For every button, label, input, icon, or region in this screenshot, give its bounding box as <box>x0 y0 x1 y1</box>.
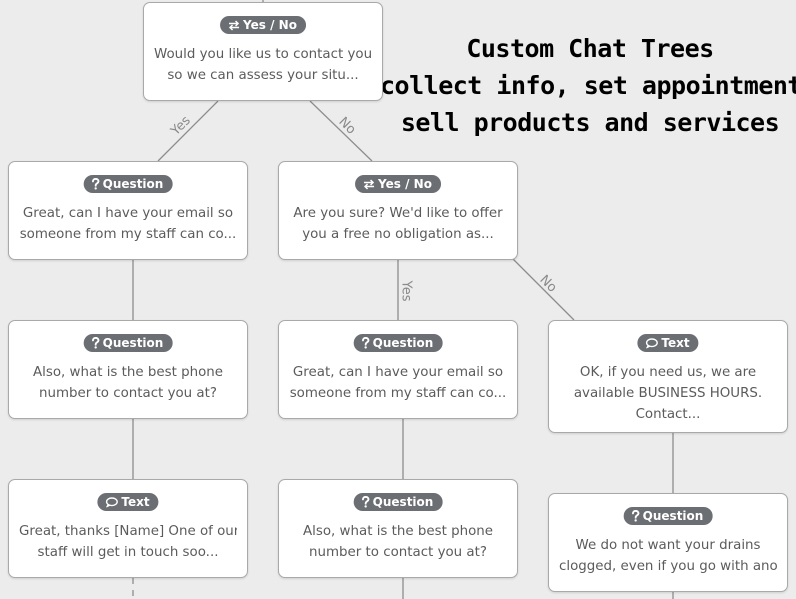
node-message: Great, can I have your email so someone f… <box>19 203 237 245</box>
headline-line-2: collect info, set appointments <box>380 71 796 100</box>
node-message-line: Great, thanks [Name] One of our <box>19 524 237 539</box>
node-message-line: so we can assess your situ... <box>167 68 359 83</box>
node-message: Also, what is the best phone number to co… <box>289 521 507 563</box>
node-type-label: Text <box>121 495 150 509</box>
node-type-badge: Yes / No <box>220 16 306 34</box>
headline-line-1: Custom Chat Trees <box>466 34 714 63</box>
edge-label-no: No <box>335 114 359 138</box>
node-type-label: Question <box>102 336 164 350</box>
node-message-line: Also, what is the best phone <box>32 365 224 380</box>
node-message: Would you like us to contact you, so we c… <box>154 44 372 86</box>
node-message: Great, can I have your email so someone f… <box>289 362 507 404</box>
node-type-label: Yes / No <box>243 18 297 32</box>
connector-n1-n2 <box>157 100 219 162</box>
node-message-line: Great, can I have your email so <box>292 365 504 380</box>
node-message-line: clogged, even if you go with anot... <box>559 559 777 574</box>
node-type-badge: Question <box>353 493 443 511</box>
speech-bubble-icon <box>105 496 118 508</box>
node-type-label: Question <box>102 177 164 191</box>
node-type-badge: Text <box>637 334 699 352</box>
node-message-line: Great, can I have your email so <box>22 206 234 221</box>
arrows-exchange-icon <box>228 19 240 31</box>
arrows-exchange-icon <box>363 178 375 190</box>
node-message-line: Contact... <box>635 407 701 422</box>
node-message-line: Would you like us to contact you, <box>154 47 372 62</box>
node-message: OK, if you need us, we are available BUSI… <box>559 362 777 425</box>
node-message: Are you sure? We'd like to offer you a fr… <box>289 203 507 245</box>
node-message-line: staff will get in touch soo... <box>37 545 219 560</box>
node-type-badge: Question <box>353 334 443 352</box>
node-type-label: Question <box>372 336 434 350</box>
node-question[interactable]: Question We do not want your drains clogge… <box>548 493 788 592</box>
question-mark-icon <box>362 496 370 508</box>
node-message-line: OK, if you need us, we are <box>579 365 757 380</box>
node-yesno[interactable]: Yes / No Would you like us to contact you… <box>143 2 383 101</box>
edge-label-yes: Yes <box>398 280 414 302</box>
node-message-line: available BUSINESS HOURS. <box>573 386 763 401</box>
node-type-badge: Question <box>623 507 713 525</box>
node-message: Great, thanks [Name] One of our staff wil… <box>19 521 237 563</box>
node-message-line: number to contact you at? <box>38 386 217 401</box>
question-mark-icon <box>92 337 100 349</box>
headline-line-3: sell products and services <box>400 108 780 137</box>
node-message-line: Are you sure? We'd like to offer <box>293 206 503 221</box>
node-message-line: Also, what is the best phone <box>302 524 494 539</box>
node-message: We do not want your drains clogged, even … <box>559 535 777 577</box>
node-type-label: Text <box>661 336 690 350</box>
node-message: Also, what is the best phone number to co… <box>19 362 237 404</box>
node-message-line: We do not want your drains <box>575 538 761 553</box>
node-type-badge: Question <box>83 334 173 352</box>
headline: Custom Chat Trees collect info, set appo… <box>380 30 796 141</box>
node-type-badge: Question <box>83 175 173 193</box>
edge-label-no: No <box>536 272 560 296</box>
node-message-line: someone from my staff can co... <box>289 386 507 401</box>
node-type-badge: Yes / No <box>355 175 441 193</box>
node-type-label: Question <box>642 509 704 523</box>
node-message-line: someone from my staff can co... <box>19 227 237 242</box>
node-message-line: you a free no obligation as... <box>302 227 494 242</box>
question-mark-icon <box>362 337 370 349</box>
node-yesno[interactable]: Yes / No Are you sure? We'd like to offer… <box>278 161 518 260</box>
edge-label-yes: Yes <box>168 113 194 139</box>
node-type-badge: Text <box>97 493 159 511</box>
speech-bubble-icon <box>645 337 658 349</box>
node-type-label: Question <box>372 495 434 509</box>
node-type-label: Yes / No <box>378 177 432 191</box>
question-mark-icon <box>632 510 640 522</box>
question-mark-icon <box>92 178 100 190</box>
node-message-line: number to contact you at? <box>308 545 487 560</box>
